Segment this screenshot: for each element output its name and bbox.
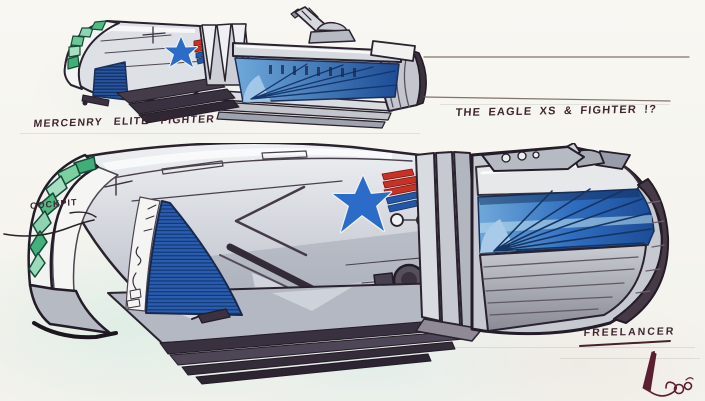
bottom-ship-chin [28, 283, 118, 340]
paper-line [560, 358, 700, 359]
bottom-ship-cockpit-section [125, 196, 243, 316]
paper-line [440, 104, 670, 105]
top-ship-top-rail [232, 42, 402, 63]
top-ship-rear-panel [370, 40, 416, 62]
bottom-ship-engine-cowling [470, 145, 670, 336]
cockpit-blue-sail [145, 200, 243, 316]
freelancer-label: FREELANCER [583, 325, 676, 340]
paper-line [20, 133, 420, 134]
bottom-ship-sketch [27, 143, 670, 385]
top-ship-engine-fan [234, 57, 400, 103]
bottom-ship-upper-chevron [234, 185, 308, 257]
top-ship-canopy [63, 20, 120, 90]
top-ship-front-gun [81, 94, 110, 107]
bottom-ship-collar-ribs [415, 151, 483, 342]
paper-line [395, 347, 695, 348]
bottom-ship-turret-gun [481, 143, 631, 172]
eagle-fighter-note: THE EAGLE XS & FIGHTER !? [455, 103, 658, 120]
top-ship-chin-slats [116, 77, 240, 124]
top-ship-sketch [63, 6, 427, 129]
guide-lines [423, 56, 690, 102]
top-ship-turret-gun [290, 6, 356, 44]
bottom-ship-nose-gun [191, 308, 231, 324]
